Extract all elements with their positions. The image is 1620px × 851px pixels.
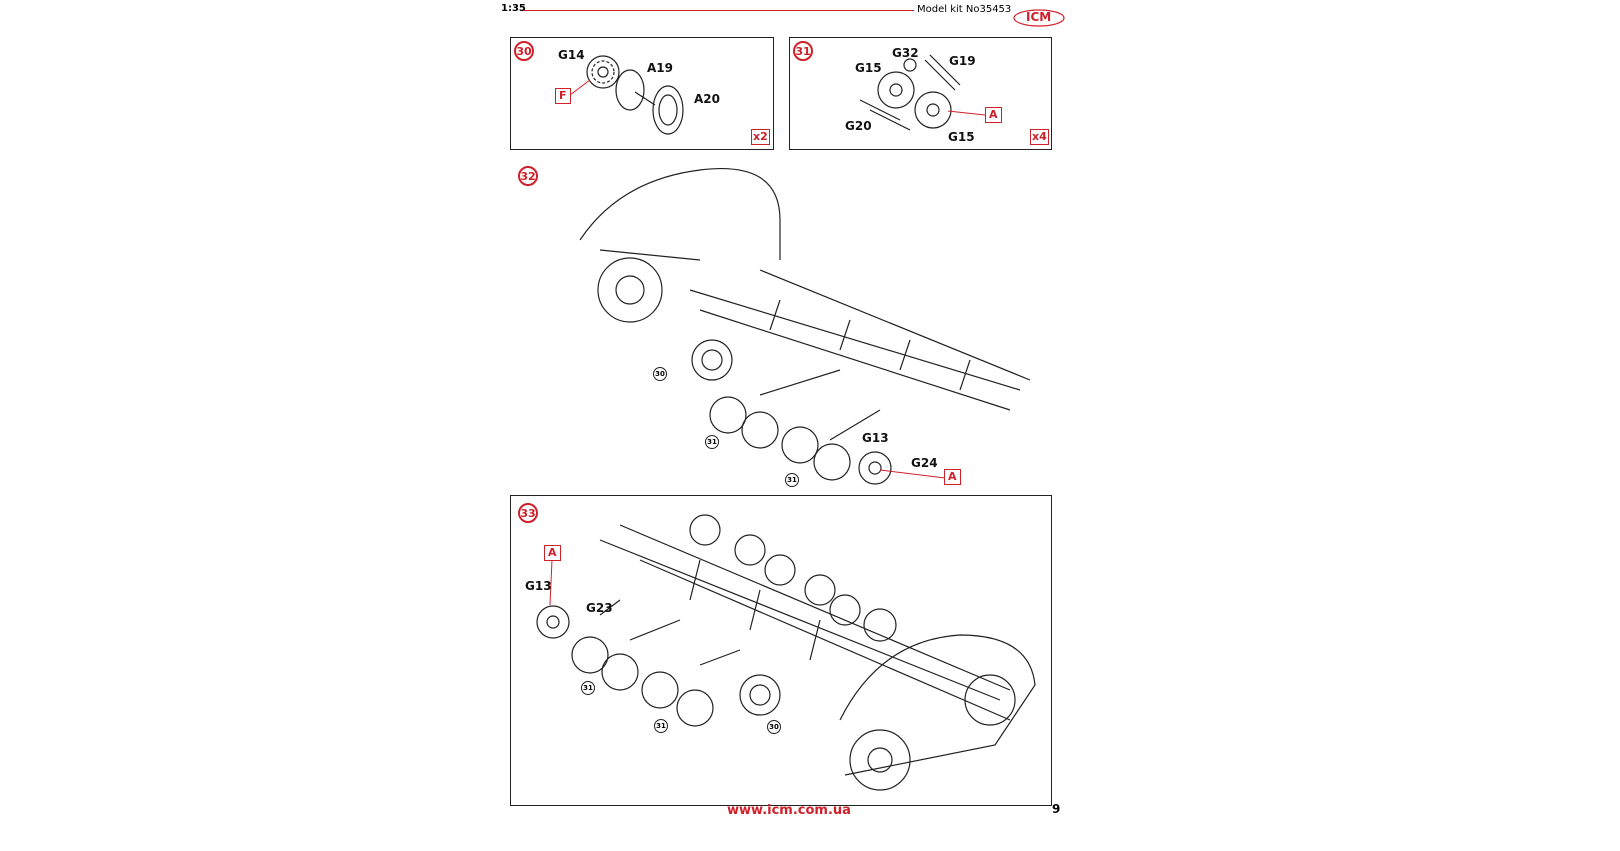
sprocket-drawing [586, 55, 684, 135]
part-label: G15 [948, 130, 975, 144]
chassis-drawing-33 [536, 514, 1036, 791]
sprue-tag: A [944, 469, 961, 485]
header-rule [524, 10, 914, 11]
step-31-panel [789, 37, 1052, 150]
step-ref: 31 [581, 681, 595, 695]
model-kit-label: Model kit No35453 [917, 4, 1012, 15]
multiplier-tag: x2 [751, 129, 770, 145]
step-30-number: 30 [514, 41, 534, 61]
step-30-panel [510, 37, 774, 150]
sprue-tag: F [555, 88, 571, 104]
step-33-panel [510, 495, 1052, 806]
step-ref: 31 [654, 719, 668, 733]
logo-swoosh-icon: ICM [1013, 9, 1065, 27]
icm-logo: ICM [1012, 6, 1066, 28]
part-label: G23 [586, 601, 613, 615]
roadwheel-drawing [859, 54, 961, 131]
website-link[interactable]: www.icm.com.ua [727, 803, 851, 818]
part-label: G20 [845, 119, 872, 133]
part-label: G14 [558, 48, 585, 62]
sprue-tag: A [985, 107, 1002, 123]
step-ref: 30 [767, 720, 781, 734]
part-label: G13 [525, 579, 552, 593]
part-label: G13 [862, 431, 889, 445]
scale-label: 1:35 [501, 3, 526, 14]
part-label: G24 [911, 456, 938, 470]
step-31-number: 31 [793, 41, 813, 61]
part-label: G32 [892, 46, 919, 60]
part-label: G15 [855, 61, 882, 75]
step-ref: 31 [705, 435, 719, 449]
chassis-drawing-32 [579, 168, 1031, 485]
step-ref: 31 [785, 473, 799, 487]
svg-text:ICM: ICM [1026, 10, 1051, 24]
part-label: G19 [949, 54, 976, 68]
step-33-number: 33 [518, 503, 538, 523]
step-ref: 30 [653, 367, 667, 381]
page-number: 9 [1052, 802, 1061, 816]
part-label: A19 [647, 61, 673, 75]
multiplier-tag: x4 [1030, 129, 1049, 145]
part-label: A20 [694, 92, 720, 106]
sprue-tag: A [544, 545, 561, 561]
step-32-number: 32 [518, 166, 538, 186]
